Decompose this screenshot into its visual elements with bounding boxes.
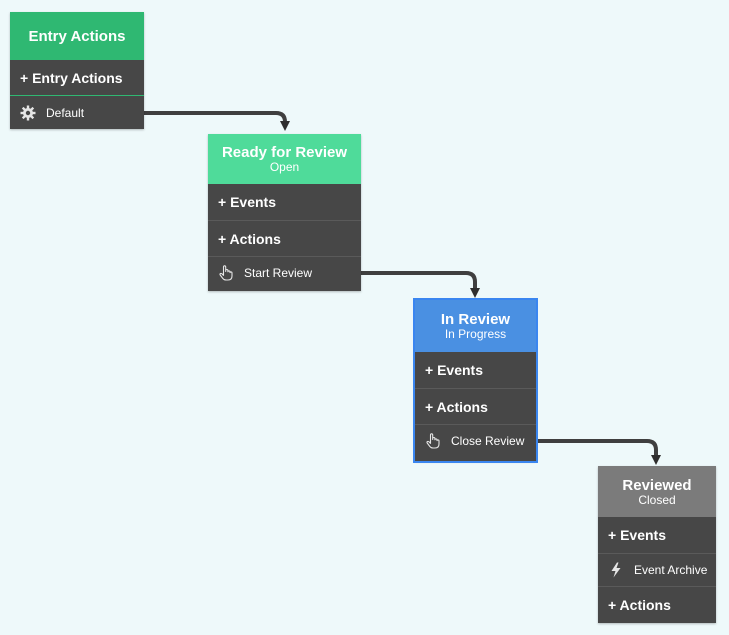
node-title: Ready for Review [221,144,348,161]
node-status: Closed [638,492,676,507]
edge-ready-to-in-review [360,271,480,298]
actions-expander[interactable]: + Actions [415,388,536,424]
entry-actions-header[interactable]: Entry Actions [10,12,144,60]
entry-actions-expander[interactable]: + Entry Actions [10,60,144,96]
row-label: + Entry Actions [20,69,123,86]
event-label: Event Archive [634,563,708,577]
ready-for-review-node[interactable]: Ready for Review Open + Events + Actions… [208,134,361,291]
node-title: Entry Actions [28,27,126,45]
in-review-header[interactable]: In Review In Progress [415,300,536,352]
row-label: + Events [608,527,666,543]
transition-start-review[interactable]: Start Review [208,256,361,289]
actions-expander[interactable]: + Actions [208,220,361,256]
in-review-node[interactable]: In Review In Progress + Events + Actions… [413,298,538,463]
row-label: + Actions [608,596,671,613]
events-expander[interactable]: + Events [415,352,536,388]
reviewed-node[interactable]: Reviewed Closed + Events Event Archive +… [598,466,716,623]
transition-label: Default [46,105,85,120]
transition-default[interactable]: Default [10,96,144,129]
gear-icon [20,105,36,121]
row-label: + Actions [218,230,281,247]
node-status: Open [269,160,300,174]
row-label: + Actions [425,398,488,415]
lightning-icon [608,562,624,578]
actions-expander[interactable]: + Actions [598,586,716,622]
node-title: Reviewed [622,476,692,494]
hand-pointer-icon [425,433,441,449]
reviewed-header[interactable]: Reviewed Closed [598,466,716,517]
edge-entry-to-ready [144,111,290,131]
ready-for-review-header[interactable]: Ready for Review Open [208,134,361,184]
transition-label: Close Review [451,434,525,448]
row-label: + Events [218,194,276,210]
events-expander[interactable]: + Events [208,184,361,220]
transition-label: Start Review [244,266,313,280]
event-archive[interactable]: Event Archive [598,553,716,586]
events-expander[interactable]: + Events [598,517,716,553]
transition-close-review[interactable]: Close Review [415,424,536,457]
edge-in-review-to-reviewed [535,439,661,465]
entry-actions-node[interactable]: Entry Actions + Entry Actions [10,12,144,129]
hand-pointer-icon [218,265,234,281]
node-status: In Progress [444,327,507,341]
node-title: In Review [440,311,511,328]
row-label: + Events [425,362,483,378]
